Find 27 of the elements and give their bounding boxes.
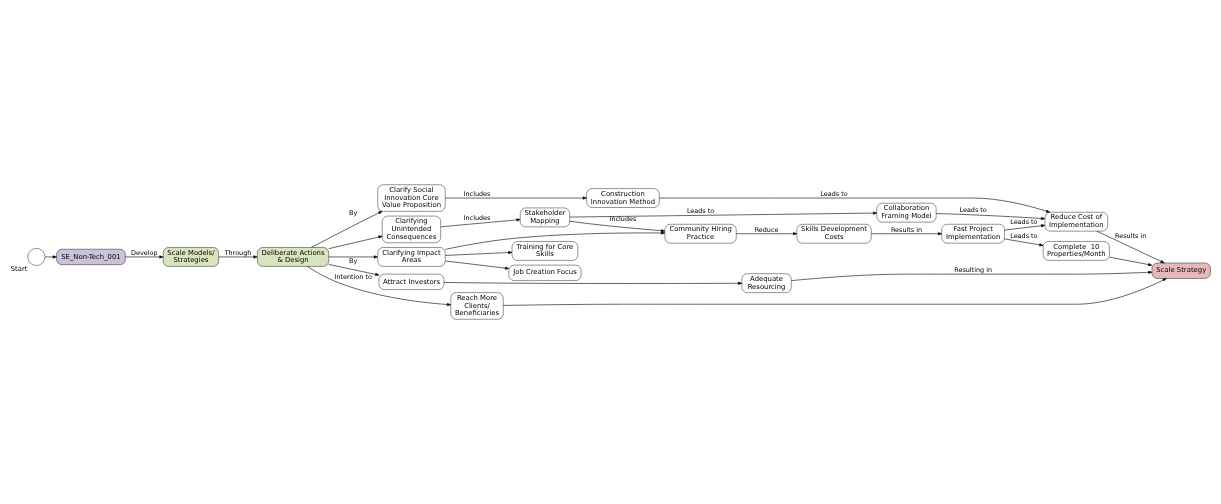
- arrow: [311, 211, 383, 248]
- arrow: [659, 197, 1051, 213]
- arrow: [569, 220, 666, 233]
- arrow: [443, 281, 743, 285]
- arrow: [440, 218, 521, 228]
- arrow: [445, 260, 510, 270]
- arrow: [935, 213, 1046, 220]
- arrow: [1096, 230, 1165, 264]
- arrow: [502, 278, 1167, 306]
- arrow: [1109, 256, 1153, 267]
- arrow: [1004, 238, 1044, 247]
- arrow: [791, 270, 1153, 281]
- arrow: [44, 255, 57, 259]
- arrow: [1004, 224, 1046, 231]
- arrow: [307, 266, 452, 307]
- arrow: [871, 232, 942, 236]
- arrow: [218, 255, 258, 259]
- arrow: [328, 235, 383, 249]
- arrow: [569, 211, 878, 218]
- arrow: [328, 264, 380, 276]
- arrow: [444, 196, 587, 200]
- node-circle: [27, 248, 46, 266]
- arrow: [444, 231, 666, 250]
- arrow: [328, 255, 378, 259]
- arrow: [445, 251, 513, 256]
- arrow: [125, 255, 164, 259]
- arrow: [736, 232, 798, 236]
